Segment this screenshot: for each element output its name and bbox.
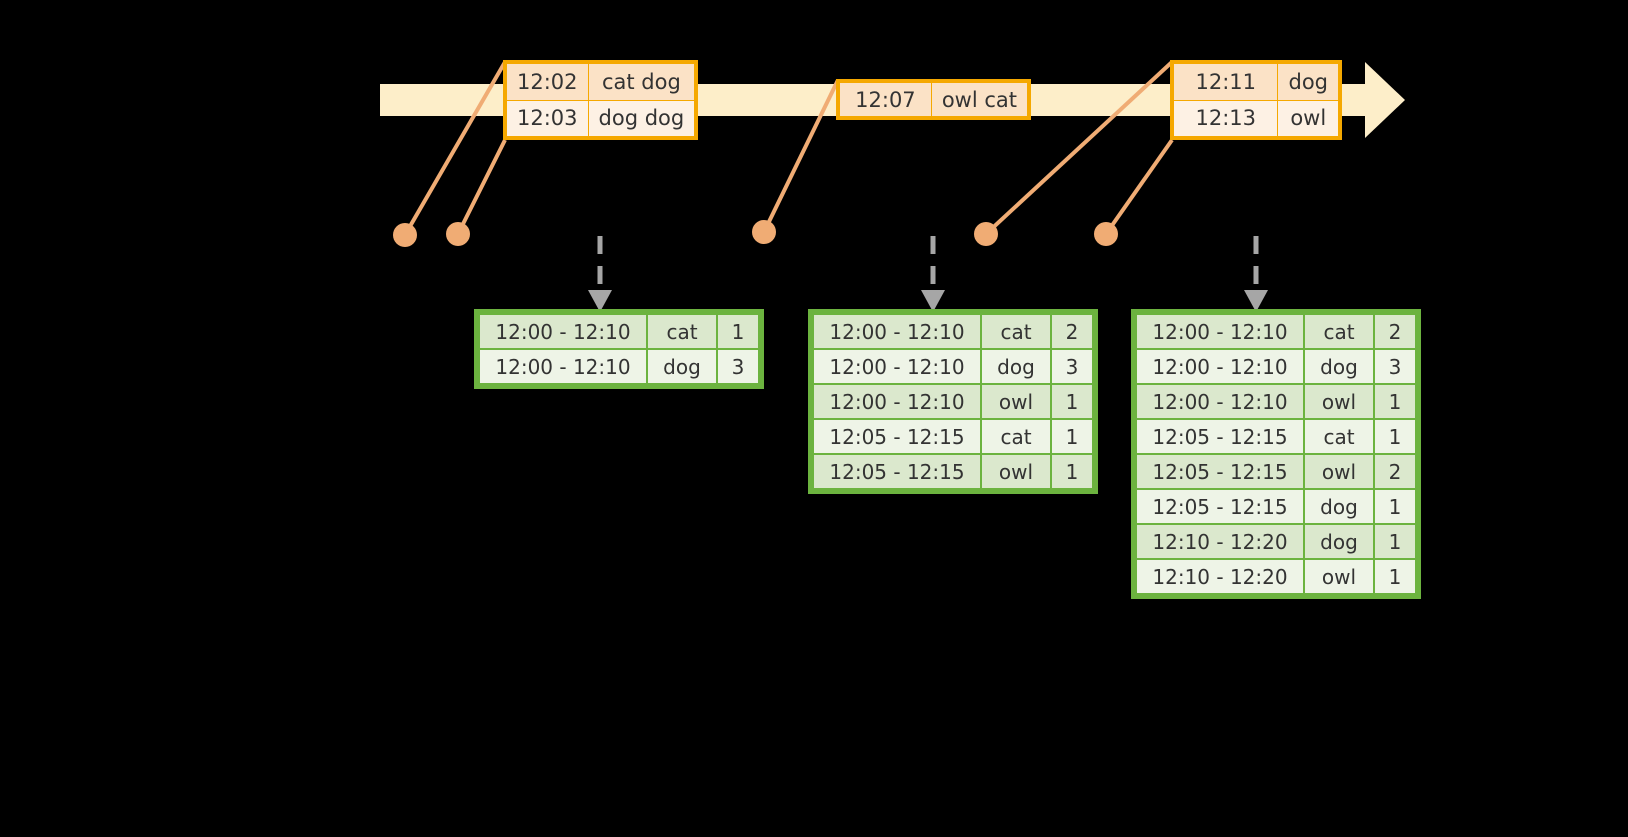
window-cell: 12:00 - 12:10 bbox=[814, 385, 980, 418]
result-table-1[interactable]: 12:00 - 12:10 cat 1 12:00 - 12:10 dog 3 bbox=[474, 309, 764, 389]
table-row: 12:10 - 12:20 owl 1 bbox=[1137, 560, 1415, 593]
event-words: owl bbox=[1277, 99, 1339, 137]
event-row: 12:13 owl bbox=[1172, 99, 1339, 137]
event-time: 12:07 bbox=[839, 82, 932, 117]
window-cell: 12:05 - 12:15 bbox=[1137, 420, 1303, 453]
event-row: 12:07 owl cat bbox=[839, 82, 1029, 117]
window-cell: 12:00 - 12:10 bbox=[814, 315, 980, 348]
count-cell: 1 bbox=[718, 315, 758, 348]
table-row: 12:05 - 12:15 dog 1 bbox=[1137, 490, 1415, 523]
window-cell: 12:10 - 12:20 bbox=[1137, 525, 1303, 558]
dashed-arrow-3 bbox=[1244, 236, 1268, 312]
table-row: 12:05 - 12:15 owl 2 bbox=[1137, 455, 1415, 488]
window-cell: 12:10 - 12:20 bbox=[1137, 560, 1303, 593]
count-cell: 1 bbox=[1375, 420, 1415, 453]
key-cell: dog bbox=[1305, 350, 1373, 383]
count-cell: 1 bbox=[1052, 455, 1092, 488]
key-cell: cat bbox=[982, 420, 1050, 453]
table-row: 12:00 - 12:10 owl 1 bbox=[814, 385, 1092, 418]
event-time: 12:02 bbox=[506, 63, 589, 101]
table-row: 12:00 - 12:10 cat 2 bbox=[1137, 315, 1415, 348]
window-cell: 12:05 - 12:15 bbox=[814, 455, 980, 488]
event-row: 12:11 dog bbox=[1172, 63, 1339, 101]
connector-dot-3 bbox=[752, 220, 776, 244]
connector-dot-1 bbox=[393, 223, 417, 247]
connector-dots bbox=[393, 220, 1118, 247]
table-row: 12:00 - 12:10 owl 1 bbox=[1137, 385, 1415, 418]
key-cell: cat bbox=[648, 315, 716, 348]
window-cell: 12:00 - 12:10 bbox=[1137, 315, 1303, 348]
event-row: 12:02 cat dog bbox=[506, 63, 696, 101]
table-row: 12:00 - 12:10 dog 3 bbox=[814, 350, 1092, 383]
count-cell: 1 bbox=[1052, 385, 1092, 418]
connector-dot-2 bbox=[446, 222, 470, 246]
key-cell: owl bbox=[1305, 560, 1373, 593]
event-box-3[interactable]: 12:11 dog 12:13 owl bbox=[1170, 60, 1342, 140]
count-cell: 1 bbox=[1375, 560, 1415, 593]
event-words: owl cat bbox=[930, 82, 1029, 117]
key-cell: owl bbox=[982, 455, 1050, 488]
event-words: cat dog bbox=[587, 63, 696, 101]
count-cell: 2 bbox=[1052, 315, 1092, 348]
event-time: 12:11 bbox=[1172, 63, 1279, 101]
table-row: 12:00 - 12:10 dog 3 bbox=[480, 350, 758, 383]
key-cell: dog bbox=[1305, 490, 1373, 523]
count-cell: 1 bbox=[1375, 385, 1415, 418]
event-words: dog bbox=[1277, 63, 1339, 101]
key-cell: owl bbox=[1305, 385, 1373, 418]
key-cell: owl bbox=[1305, 455, 1373, 488]
key-cell: cat bbox=[1305, 315, 1373, 348]
count-cell: 1 bbox=[1375, 490, 1415, 523]
dashed-arrow-1 bbox=[588, 236, 612, 312]
dashed-arrow-2 bbox=[921, 236, 945, 312]
key-cell: cat bbox=[982, 315, 1050, 348]
count-cell: 1 bbox=[1375, 525, 1415, 558]
key-cell: dog bbox=[982, 350, 1050, 383]
event-words: dog dog bbox=[587, 99, 696, 137]
event-box-1[interactable]: 12:02 cat dog 12:03 dog dog bbox=[503, 60, 698, 140]
window-cell: 12:00 - 12:10 bbox=[814, 350, 980, 383]
count-cell: 2 bbox=[1375, 315, 1415, 348]
table-row: 12:05 - 12:15 cat 1 bbox=[814, 420, 1092, 453]
event-time: 12:13 bbox=[1172, 99, 1279, 137]
dashed-arrows bbox=[588, 236, 1268, 312]
window-cell: 12:05 - 12:15 bbox=[1137, 455, 1303, 488]
table-row: 12:00 - 12:10 dog 3 bbox=[1137, 350, 1415, 383]
table-row: 12:10 - 12:20 dog 1 bbox=[1137, 525, 1415, 558]
table-row: 12:00 - 12:10 cat 1 bbox=[480, 315, 758, 348]
connector-dot-4 bbox=[974, 222, 998, 246]
count-cell: 3 bbox=[1052, 350, 1092, 383]
window-cell: 12:00 - 12:10 bbox=[480, 315, 646, 348]
key-cell: dog bbox=[648, 350, 716, 383]
key-cell: cat bbox=[1305, 420, 1373, 453]
table-row: 12:05 - 12:15 cat 1 bbox=[1137, 420, 1415, 453]
window-cell: 12:00 - 12:10 bbox=[1137, 350, 1303, 383]
window-cell: 12:05 - 12:15 bbox=[814, 420, 980, 453]
key-cell: owl bbox=[982, 385, 1050, 418]
connector-dot-5 bbox=[1094, 222, 1118, 246]
table-row: 12:05 - 12:15 owl 1 bbox=[814, 455, 1092, 488]
table-row: 12:00 - 12:10 cat 2 bbox=[814, 315, 1092, 348]
result-table-2[interactable]: 12:00 - 12:10 cat 2 12:00 - 12:10 dog 3 … bbox=[808, 309, 1098, 494]
count-cell: 3 bbox=[1375, 350, 1415, 383]
event-box-2[interactable]: 12:07 owl cat bbox=[836, 79, 1031, 120]
key-cell: dog bbox=[1305, 525, 1373, 558]
count-cell: 2 bbox=[1375, 455, 1415, 488]
event-time: 12:03 bbox=[506, 99, 589, 137]
window-cell: 12:00 - 12:10 bbox=[480, 350, 646, 383]
count-cell: 1 bbox=[1052, 420, 1092, 453]
event-row: 12:03 dog dog bbox=[506, 99, 696, 137]
window-cell: 12:05 - 12:15 bbox=[1137, 490, 1303, 523]
result-table-3[interactable]: 12:00 - 12:10 cat 2 12:00 - 12:10 dog 3 … bbox=[1131, 309, 1421, 599]
window-cell: 12:00 - 12:10 bbox=[1137, 385, 1303, 418]
count-cell: 3 bbox=[718, 350, 758, 383]
